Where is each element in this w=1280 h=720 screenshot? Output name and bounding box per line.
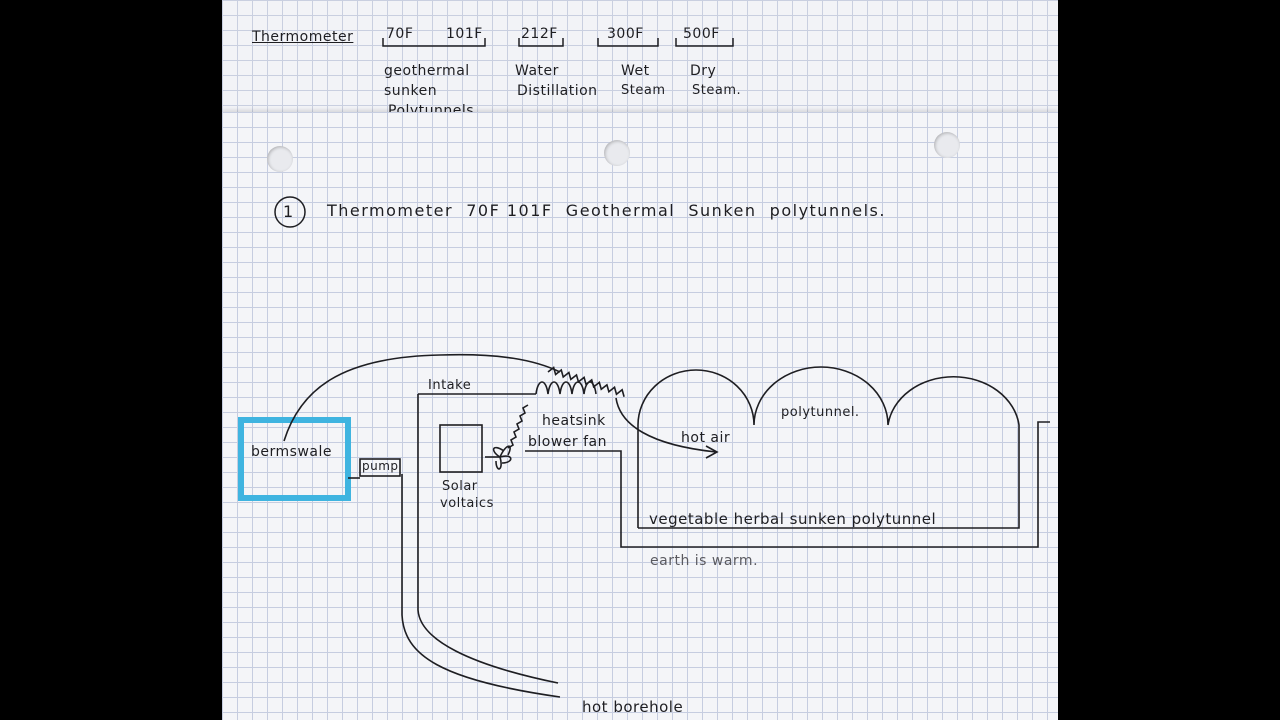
top-note-label: Thermometer bbox=[252, 29, 354, 45]
label-voltaics: voltaics bbox=[440, 496, 494, 511]
label-pump: pump bbox=[362, 459, 399, 473]
polytunnel-outline bbox=[637, 366, 1020, 529]
label-hot-air: hot air bbox=[681, 430, 731, 446]
label-polytunnel: polytunnel. bbox=[781, 405, 860, 420]
binder-hole-right bbox=[934, 132, 960, 158]
heatsink-fins-lower bbox=[507, 404, 529, 449]
bracket-70-101 bbox=[382, 38, 486, 47]
number-circle bbox=[274, 196, 306, 228]
top-col1-line2: sunken bbox=[384, 83, 438, 99]
borehole-outer-pipe bbox=[401, 474, 561, 698]
top-col1-line3: Polytunnels bbox=[388, 103, 475, 113]
title-number: 1 bbox=[283, 202, 294, 221]
binder-hole-middle bbox=[604, 140, 630, 166]
borehole-inner-pipe bbox=[417, 394, 559, 684]
bracket-500 bbox=[675, 38, 734, 47]
label-solar: Solar bbox=[442, 479, 478, 494]
label-bermswale: bermswale bbox=[251, 444, 332, 460]
top-col2-line2: Distillation bbox=[517, 83, 598, 99]
top-col2-header: 212F bbox=[521, 26, 558, 42]
label-blower-fan: blower fan bbox=[528, 434, 607, 450]
label-heatsink: heatsink bbox=[542, 413, 606, 429]
heatsink-fins-top bbox=[547, 366, 625, 397]
label-intake: Intake bbox=[428, 378, 472, 393]
fan-blades bbox=[492, 445, 512, 470]
hot-air-arrow bbox=[705, 445, 719, 459]
top-col4-header: 500F bbox=[683, 26, 720, 42]
blower-outlet-line bbox=[525, 421, 1050, 548]
top-col1-header-b: 101F bbox=[446, 26, 483, 42]
bracket-212 bbox=[518, 38, 564, 47]
pump-box bbox=[359, 458, 401, 477]
page-title: Thermometer 70F 101F Geothermal Sunken p… bbox=[327, 201, 886, 220]
top-col4-line2: Steam. bbox=[692, 83, 742, 98]
label-hot-borehole: hot borehole bbox=[582, 698, 684, 716]
label-vegetable-polytunnel: vegetable herbal sunken polytunnel bbox=[649, 510, 937, 528]
top-col3-header: 300F bbox=[607, 26, 644, 42]
heatsink-coil bbox=[535, 381, 597, 395]
top-col3-line2: Steam bbox=[621, 83, 666, 98]
top-col1-header-a: 70F bbox=[386, 26, 414, 42]
hot-air-duct bbox=[615, 397, 717, 453]
bracket-300 bbox=[597, 38, 659, 47]
top-col2-line1: Water bbox=[515, 63, 559, 79]
top-col4-line1: Dry bbox=[690, 63, 717, 79]
front-notebook-page bbox=[222, 112, 1058, 720]
back-notebook-page bbox=[222, 0, 1058, 125]
solar-panel bbox=[439, 424, 483, 473]
return-arc bbox=[283, 353, 561, 442]
binder-hole-left bbox=[267, 146, 293, 172]
bermswale-box bbox=[238, 417, 351, 501]
top-col1-line1: geothermal bbox=[384, 63, 470, 79]
label-earth-warm: earth is warm. bbox=[650, 553, 759, 569]
top-col3-line1: Wet bbox=[621, 63, 650, 79]
